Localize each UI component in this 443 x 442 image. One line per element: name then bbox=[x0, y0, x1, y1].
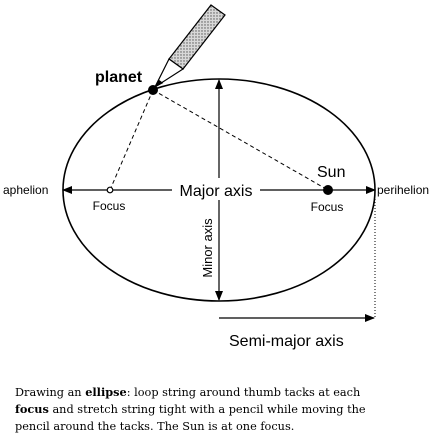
minor-axis-label: Minor axis bbox=[200, 218, 215, 278]
string-to-left-focus bbox=[109, 89, 154, 191]
sun-label: Sun bbox=[317, 164, 345, 181]
caption-focus-term: focus bbox=[15, 402, 49, 416]
caption-line-1: Drawing an ellipse: loop string around t… bbox=[15, 384, 440, 401]
caption-text-2: and stretch string tight with a pencil w… bbox=[48, 403, 366, 416]
ellipse-diagram: planet Sun Major axis aphelion perihelio… bbox=[3, 4, 429, 350]
string-to-sun-focus bbox=[152, 89, 329, 191]
caption-text-3: pencil around the tacks. The Sun is at o… bbox=[15, 420, 295, 433]
left-focus-tack bbox=[106, 186, 114, 194]
caption-ellipse-term: ellipse bbox=[85, 385, 127, 399]
caption-line-3: pencil around the tacks. The Sun is at o… bbox=[15, 418, 440, 435]
sun-focus bbox=[323, 185, 333, 195]
right-focus-label: Focus bbox=[311, 200, 344, 214]
planet-label: planet bbox=[95, 69, 143, 86]
caption-text-1: : loop string around thumb tacks at each bbox=[126, 386, 361, 399]
major-axis-label: Major axis bbox=[180, 183, 253, 200]
perihelion-label: perihelion bbox=[377, 183, 429, 197]
caption-line-2: focus and stretch string tight with a pe… bbox=[15, 401, 440, 418]
planet-dot bbox=[148, 85, 158, 95]
caption-intro: Drawing an bbox=[15, 386, 86, 399]
left-focus-label: Focus bbox=[93, 199, 126, 213]
figure-caption: Drawing an ellipse: loop string around t… bbox=[15, 384, 440, 435]
pencil-icon bbox=[153, 4, 226, 89]
aphelion-label: aphelion bbox=[3, 183, 48, 197]
semi-major-axis-label: Semi-major axis bbox=[229, 333, 344, 350]
